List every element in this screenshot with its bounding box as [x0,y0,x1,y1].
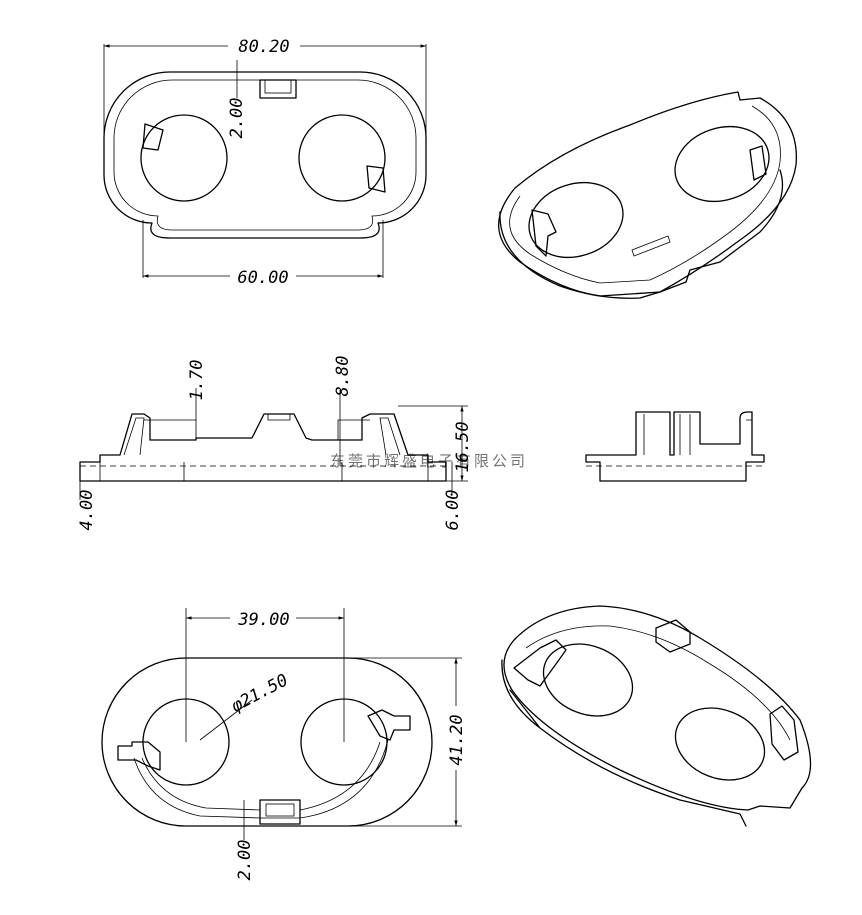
iso-bottom-hole-right [674,707,766,781]
dim-side-base-left: 4.00 [77,490,97,531]
iso-bottom-side-wall [501,659,747,827]
top-view-hole-left [140,114,228,202]
dim-top-inner: 60.00 [237,268,288,288]
end-view [585,411,765,482]
bottom-view-bottom-tab [259,799,301,825]
iso-top-hole-left [528,182,624,258]
iso-top-outline [498,91,798,297]
bottom-view: 39.00 φ21.50 41.20 2.00 [101,608,467,881]
iso-bottom-hole-left [542,643,634,717]
side-view-outline [79,413,447,482]
dim-side-lip: 1.70 [187,360,207,401]
dim-side-total: 16.50 [453,421,473,472]
iso-bottom-outline [503,605,812,811]
bottom-view-bottom-tab-inner [265,803,295,817]
top-view-clip-right [366,165,386,193]
dim-top-notch: 2.00 [227,98,247,139]
dim-bottom-height: 41.20 [447,714,467,765]
iso-top-tab [631,235,671,257]
side-view: 1.70 8.80 16.50 4.00 6.00 东莞市辉盛电子有限公司 [77,356,528,531]
top-view-inner-outline [113,79,417,231]
top-view-top-tab-inner [264,79,292,94]
iso-top-clip-right [749,145,767,181]
bottom-view-clip-left [117,741,161,771]
side-view-center-boss [267,414,291,421]
top-view: 80.20 2.00 60.00 [103,34,427,288]
bottom-view-inner-rail [133,739,389,819]
iso-bottom-clip-right [769,705,799,761]
bottom-view-clip-right [367,709,411,741]
iso-top-hole-right [674,126,770,202]
iso-bottom-clip-left [513,639,567,687]
dim-top-width: 80.20 [238,37,289,57]
iso-bottom-clip-top [655,619,691,653]
top-view-outline [103,71,427,239]
iso-top-side-wall [499,169,784,299]
top-view-clip-left [142,123,164,151]
side-view-left-wall [123,417,197,456]
end-view-inner-walls [643,414,752,455]
iso-bottom-inner-rim [525,625,791,741]
dim-bottom-notch: 2.00 [235,840,255,881]
iso-view-bottom [501,605,812,827]
watermark-text: 东莞市辉盛电子有限公司 [330,452,528,470]
dim-bottom-spacing: 39.00 [237,610,289,630]
dim-side-base-right: 6.00 [443,490,463,531]
dim-side-center: 8.80 [333,356,353,397]
top-view-hole-right [298,114,386,202]
iso-top-clip-left [531,209,557,257]
iso-top-inner-rim [509,105,781,284]
side-view-right-wall [337,417,401,456]
dim-bottom-hole: φ21.50 [228,670,292,716]
iso-view-top [498,91,798,299]
end-view-outline [585,411,765,482]
